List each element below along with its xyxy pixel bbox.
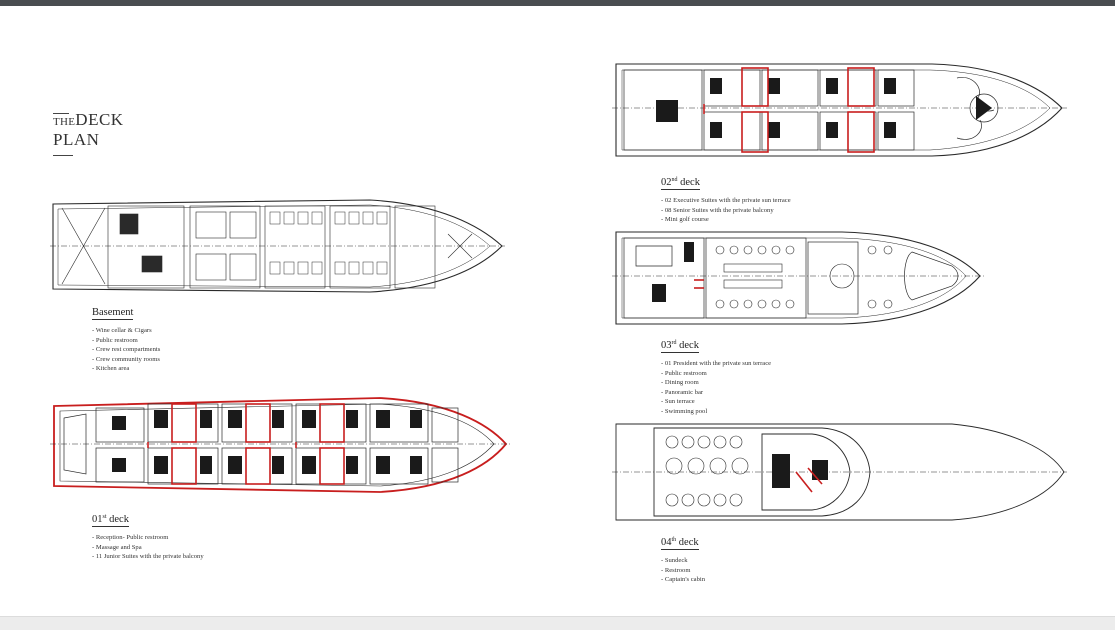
deck03-plan: [612, 228, 984, 328]
deck01-suffix: st: [102, 514, 107, 520]
deck02-plan: [612, 60, 1067, 160]
deck01-title: 01st deck: [92, 514, 129, 527]
deck01-feature: - Reception- Public restroom: [92, 534, 169, 541]
deck01-feature-list: - Reception- Public restroom - Massage a…: [92, 533, 204, 562]
page-title-line1: DECK: [75, 110, 124, 129]
deck02-caption: 02nd deck - 02 Executive Suites with the…: [661, 172, 791, 225]
deck04-caption: 04th deck - Sundeck - Restroom - Captain…: [661, 532, 705, 585]
deck03-label: deck: [679, 340, 699, 351]
deck04-suffix: th: [671, 537, 677, 543]
title-rule-bottom: [53, 155, 73, 156]
deck03-caption: 03rd deck - 01 President with the privat…: [661, 335, 771, 417]
deck04-feature: - Sundeck: [661, 557, 688, 564]
basement-feature: - Public restroom: [92, 336, 138, 344]
deck01-caption: 01st deck - Reception- Public restroom -…: [92, 509, 204, 562]
page-title: THEDECK PLAN: [53, 111, 124, 148]
deck02-feature: - 02 Executive Suites with the private s…: [661, 197, 791, 204]
deck04-number: 04: [661, 537, 672, 548]
deck03-feature: - Panoramic bar: [661, 388, 704, 396]
page-title-line2: PLAN: [53, 130, 100, 149]
deck03-feature: - Sun terrace: [661, 398, 695, 406]
deck04-feature: - Captain's cabin: [661, 576, 706, 584]
deck04-label: deck: [678, 537, 699, 548]
basement-feature: - Crew community rooms: [92, 355, 160, 363]
deck03-title: 03rd deck: [661, 340, 699, 353]
deck01-number: 01: [92, 514, 103, 525]
basement-feature-list: - Wine cellar & Cigars - Public restroom…: [92, 326, 160, 374]
basement-plan: [50, 196, 505, 298]
deck02-number: 02: [661, 177, 672, 188]
deck01-feature: - Massage and Spa: [92, 543, 142, 551]
deck03-suffix: rd: [671, 340, 677, 346]
deck03-feature-list: - 01 President with the private sun terr…: [661, 359, 771, 417]
deck04-feature-list: - Sundeck - Restroom - Captain's cabin: [661, 556, 705, 585]
deck04-title: 04th deck: [661, 537, 699, 550]
deck01-feature: - 11 Junior Suites with the private balc…: [92, 553, 204, 561]
top-bar: [0, 0, 1115, 6]
deck04-feature: - Restroom: [661, 566, 691, 574]
deck02-feature-list: - 02 Executive Suites with the private s…: [661, 196, 791, 225]
basement-caption: Basement - Wine cellar & Cigars - Public…: [92, 302, 160, 374]
deck03-number: 03: [661, 340, 672, 351]
deck03-feature: - Dining room: [661, 379, 699, 387]
deck02-feature: - Mini golf course: [661, 216, 709, 224]
deck03-feature: - Swimming pool: [661, 407, 708, 415]
deck02-label: deck: [680, 177, 700, 188]
deck02-title: 02nd deck: [661, 177, 700, 190]
deck02-suffix: nd: [671, 177, 678, 183]
deck04-plan: [612, 420, 1067, 524]
deck03-feature: - Public restroom: [661, 369, 707, 377]
deck01-plan: [50, 394, 510, 496]
page-title-small: THE: [53, 116, 76, 128]
deck02-feature: - 08 Senior Suites with the private balc…: [661, 206, 774, 214]
basement-feature: - Kitchen area: [92, 365, 130, 373]
deck01-label: deck: [109, 514, 129, 525]
deck03-feature: - 01 President with the private sun terr…: [661, 360, 772, 367]
basement-feature: - Wine cellar & Cigars: [92, 327, 152, 334]
basement-feature: - Crew rest compartments: [92, 346, 161, 354]
bottom-bar: [0, 616, 1115, 630]
title-rule-top: [53, 113, 69, 114]
basement-title: Basement: [92, 307, 134, 320]
